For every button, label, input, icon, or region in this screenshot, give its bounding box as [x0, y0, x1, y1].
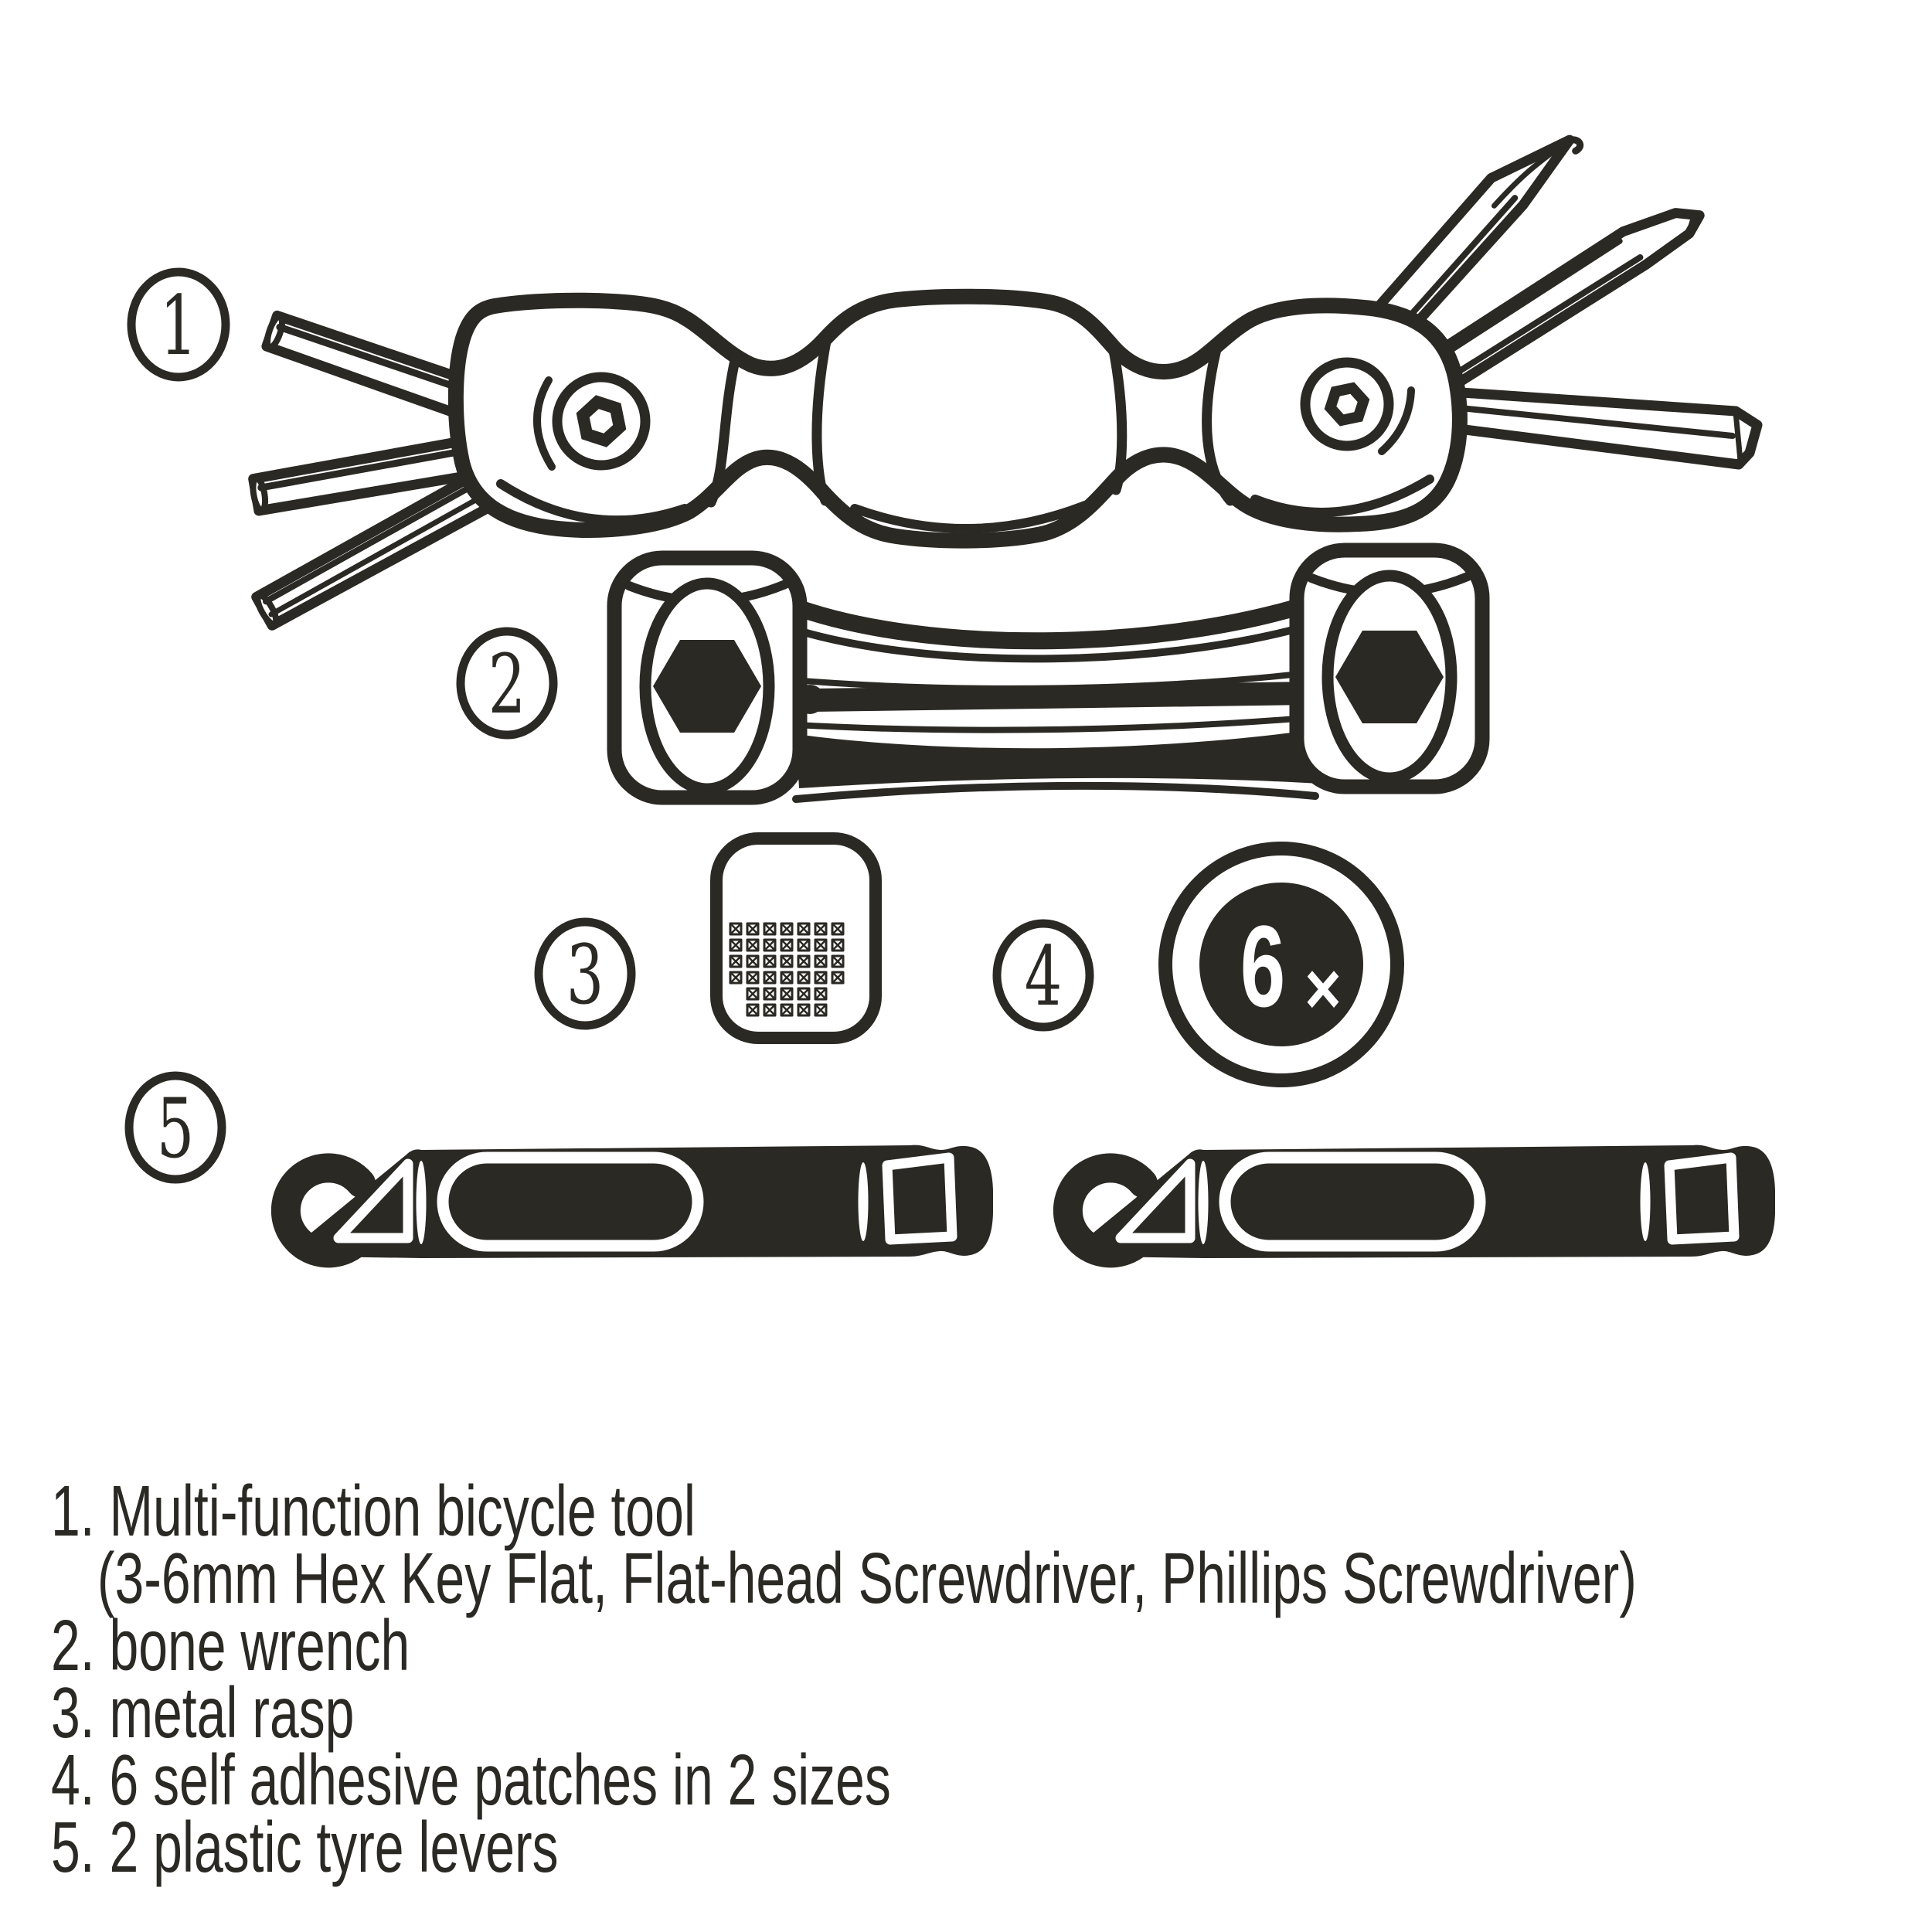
flat-blade-bar-icon [1434, 386, 1763, 470]
patch-count: 6 [1240, 903, 1285, 1032]
callout-2: 2 [456, 627, 558, 740]
multi-tool-segment-lines [706, 332, 1236, 508]
callout-number: 2 [488, 636, 526, 732]
right-pivot-bolt-icon [1300, 357, 1415, 455]
callout-5: 5 [124, 1071, 226, 1184]
hex-socket-icon [653, 640, 761, 733]
patch-badge: 6 × [1158, 842, 1404, 1087]
callout-number: 5 [157, 1080, 195, 1176]
tyre-lever-2 [1068, 1145, 1775, 1258]
callout-3: 3 [534, 917, 636, 1030]
legend-line-4: 4. 6 self adhesive patches in 2 sizes [51, 1740, 891, 1820]
legend-line-2: 2. bone wrench [51, 1605, 410, 1685]
callout-number: 4 [1025, 928, 1063, 1024]
bone-wrench-right-socket [1289, 543, 1490, 794]
legend-line-1b: (3-6mm Hex Key Flat, Flat-head Screwdriv… [97, 1538, 1637, 1618]
multi-tool-shadow-lines [496, 474, 1434, 533]
left-pivot-bolt-icon [533, 372, 651, 471]
multi-tool-body [447, 288, 1468, 549]
legend-line-1: 1. Multi-function bicycle tool [51, 1471, 696, 1551]
bone-wrench-left-socket [607, 550, 808, 805]
callout-number: 3 [566, 927, 604, 1022]
callout-4: 4 [992, 919, 1094, 1032]
legend-line-3: 3. metal rasp [51, 1672, 355, 1753]
patch-times-icon: × [1304, 947, 1342, 1030]
metal-rasp [710, 832, 882, 1044]
legend-list: 1. Multi-function bicycle tool (3-6mm He… [51, 1471, 1932, 1887]
bone-wrench-connector [780, 590, 1332, 803]
tyre-lever-1 [286, 1145, 993, 1258]
callout-number: 1 [160, 277, 198, 373]
bone-wrench [607, 543, 1490, 805]
callout-1: 1 [127, 267, 230, 382]
legend-line-5: 5. 2 plastic tyre levers [51, 1807, 559, 1887]
multi-function-tool [248, 134, 1763, 631]
rasp-grid [729, 922, 845, 1017]
hex-socket-icon [1335, 631, 1444, 723]
